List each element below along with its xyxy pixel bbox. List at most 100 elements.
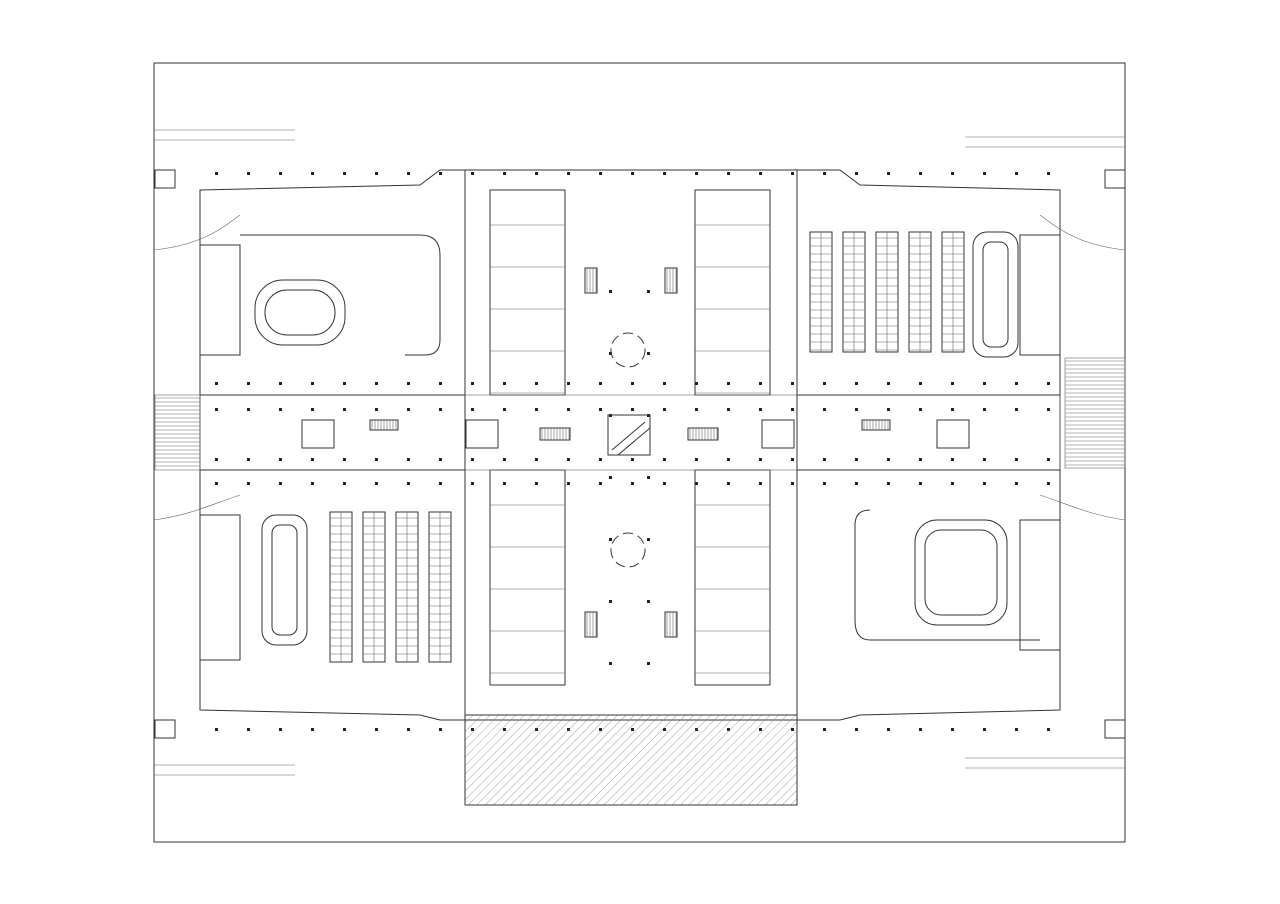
- column: [727, 172, 730, 175]
- column: [311, 728, 314, 731]
- column: [609, 600, 612, 603]
- central-core: [464, 169, 798, 716]
- guard-booth: [154, 169, 176, 189]
- circular-feature: [610, 532, 646, 568]
- column: [215, 382, 218, 385]
- column: [823, 408, 826, 411]
- column: [215, 482, 218, 485]
- column: [311, 458, 314, 461]
- column: [407, 382, 410, 385]
- ramp: [914, 519, 1008, 626]
- column: [567, 458, 570, 461]
- column: [759, 458, 762, 461]
- column: [215, 458, 218, 461]
- escalator: [584, 267, 598, 294]
- column: [1015, 728, 1018, 731]
- column: [631, 172, 634, 175]
- column: [887, 172, 890, 175]
- column: [215, 172, 218, 175]
- escalator: [687, 427, 719, 441]
- lift-lobby: [465, 419, 499, 449]
- column: [855, 728, 858, 731]
- column: [471, 382, 474, 385]
- column: [439, 172, 442, 175]
- column: [609, 538, 612, 541]
- column: [1047, 408, 1050, 411]
- column: [919, 458, 922, 461]
- column: [919, 382, 922, 385]
- column: [887, 408, 890, 411]
- column: [631, 408, 634, 411]
- stairs-left: [154, 394, 201, 471]
- ramps: [240, 231, 1040, 646]
- column: [407, 408, 410, 411]
- column: [647, 538, 650, 541]
- column: [343, 728, 346, 731]
- column: [727, 482, 730, 485]
- column: [1047, 458, 1050, 461]
- column: [311, 408, 314, 411]
- column: [647, 600, 650, 603]
- ramp-lane: [240, 234, 441, 356]
- column: [759, 408, 762, 411]
- column: [983, 382, 986, 385]
- circular-feature: [610, 332, 646, 368]
- column: [1047, 172, 1050, 175]
- lift-lobby: [936, 419, 970, 449]
- shop-block: [489, 469, 566, 686]
- column: [663, 382, 666, 385]
- column: [759, 382, 762, 385]
- column: [567, 482, 570, 485]
- lift-lobby: [301, 419, 335, 449]
- column: [599, 172, 602, 175]
- column: [791, 482, 794, 485]
- column: [855, 458, 858, 461]
- column: [855, 482, 858, 485]
- column: [695, 408, 698, 411]
- column: [535, 482, 538, 485]
- column: [983, 172, 986, 175]
- side-bay: [199, 514, 241, 661]
- column: [567, 408, 570, 411]
- column: [647, 662, 650, 665]
- column: [823, 382, 826, 385]
- column: [247, 728, 250, 731]
- ramp-inner: [982, 241, 1009, 348]
- column: [983, 458, 986, 461]
- wall-path: [199, 169, 1061, 721]
- ramp-lane: [854, 509, 1040, 641]
- column: [791, 458, 794, 461]
- column: [951, 482, 954, 485]
- column: [791, 408, 794, 411]
- column: [567, 172, 570, 175]
- column: [407, 728, 410, 731]
- road-curve: [153, 214, 241, 521]
- column: [247, 482, 250, 485]
- column: [951, 172, 954, 175]
- side-bay: [199, 244, 241, 356]
- column: [343, 382, 346, 385]
- guard-booth: [1104, 719, 1126, 739]
- wall-line: [617, 427, 651, 456]
- hatched-plaza: [464, 714, 798, 806]
- column: [599, 408, 602, 411]
- column: [471, 172, 474, 175]
- column: [599, 382, 602, 385]
- column: [727, 382, 730, 385]
- column: [1015, 458, 1018, 461]
- column: [471, 458, 474, 461]
- column: [535, 408, 538, 411]
- column: [951, 408, 954, 411]
- column: [823, 728, 826, 731]
- column: [823, 482, 826, 485]
- escalator-hub: [607, 414, 651, 456]
- column: [503, 458, 506, 461]
- ramp-inner: [264, 289, 336, 336]
- cross-corridor: [199, 394, 1061, 471]
- column: [983, 408, 986, 411]
- shop-block: [489, 189, 566, 396]
- column: [855, 172, 858, 175]
- column: [887, 728, 890, 731]
- escalator: [584, 611, 598, 638]
